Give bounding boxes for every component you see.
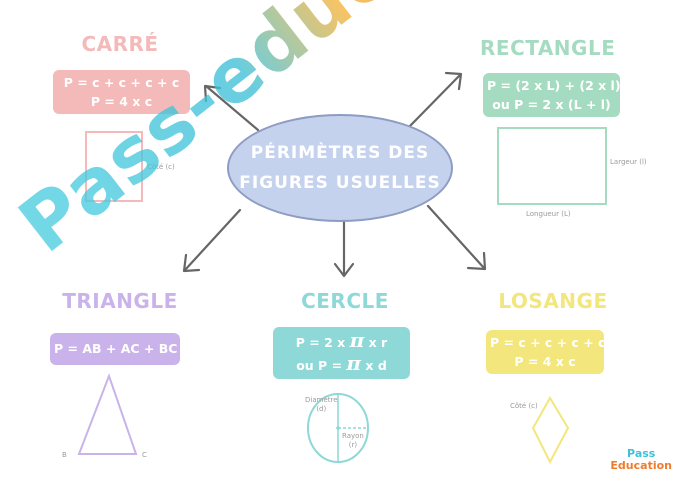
arrow-to-cercle bbox=[333, 220, 355, 278]
triangle-vertex-c: C bbox=[142, 451, 147, 459]
triangle-formula-1: P = AB + AC + BC bbox=[54, 341, 178, 356]
cercle-title: CERCLE bbox=[301, 289, 389, 313]
cercle-formula-2a: ou P = bbox=[296, 358, 343, 373]
rectangle-length-label: Longueur (L) bbox=[526, 210, 571, 218]
cercle-formula-1a: P = 2 x bbox=[295, 335, 346, 350]
cercle-formula-2: ou P = π x d bbox=[277, 353, 406, 376]
diameter-word: Diamètre bbox=[305, 396, 338, 404]
carre-shape bbox=[85, 131, 143, 202]
cercle-diameter-label: Diamètre (d) bbox=[305, 396, 338, 414]
cercle-formula-1b: x r bbox=[368, 335, 388, 350]
center-bubble: PÉRIMÈTRES DES FIGURES USUELLES bbox=[227, 114, 453, 222]
rectangle-title: RECTANGLE bbox=[480, 36, 616, 60]
radius-symbol: (r) bbox=[348, 441, 358, 449]
losange-side-label: Côté (c) bbox=[510, 402, 538, 410]
losange-formula-1: P = c + c + c + c bbox=[490, 335, 606, 350]
cercle-shape bbox=[307, 393, 369, 463]
rectangle-formula-2: ou P = 2 x (L + l) bbox=[492, 97, 611, 112]
cercle-radius-label: Rayon (r) bbox=[342, 432, 364, 450]
losange-formula-2: P = 4 x c bbox=[514, 354, 576, 369]
radius-word: Rayon bbox=[342, 432, 364, 440]
losange-title: LOSANGE bbox=[498, 289, 608, 313]
logo-line2: Education bbox=[610, 459, 672, 472]
rectangle-formula-1: P = (2 x L) + (2 x l) bbox=[487, 78, 621, 93]
diameter-symbol: (d) bbox=[316, 405, 327, 413]
carre-formula: P = c + c + c + c P = 4 x c bbox=[53, 70, 190, 114]
triangle-shape bbox=[77, 373, 138, 455]
rectangle-shape bbox=[497, 127, 607, 205]
carre-side-label: Côté (c) bbox=[147, 163, 175, 171]
carre-formula-1: P = c + c + c + c bbox=[63, 75, 180, 90]
arrow-to-losange bbox=[426, 204, 487, 271]
losange-formula: P = c + c + c + c P = 4 x c bbox=[486, 330, 606, 374]
rectangle-width-label: Largeur (l) bbox=[610, 158, 647, 166]
cercle-formula-2b: x d bbox=[365, 358, 387, 373]
carre-formula-2: P = 4 x c bbox=[90, 94, 153, 109]
cercle-formula: P = 2 x π x r ou P = π x d bbox=[273, 327, 410, 379]
center-title-line1: PÉRIMÈTRES DES bbox=[250, 143, 430, 163]
pi-symbol: π bbox=[349, 328, 365, 352]
losange-shape bbox=[531, 396, 570, 465]
center-title-line2: FIGURES USUELLES bbox=[239, 173, 441, 193]
arrow-to-carre bbox=[203, 84, 260, 132]
carre-title: CARRÉ bbox=[81, 32, 159, 56]
triangle-vertex-b: B bbox=[62, 451, 67, 459]
rectangle-formula: P = (2 x L) + (2 x l) ou P = 2 x (L + l) bbox=[483, 73, 621, 117]
pi-symbol-2: π bbox=[346, 351, 362, 375]
triangle-formula: P = AB + AC + BC bbox=[50, 333, 180, 365]
arrow-to-rectangle bbox=[408, 71, 463, 128]
arrow-to-triangle bbox=[182, 208, 242, 273]
logo-line1: Pass bbox=[627, 447, 656, 460]
cercle-formula-1: P = 2 x π x r bbox=[277, 330, 406, 353]
triangle-title: TRIANGLE bbox=[62, 289, 178, 313]
pass-education-logo: Pass Education bbox=[610, 448, 672, 472]
